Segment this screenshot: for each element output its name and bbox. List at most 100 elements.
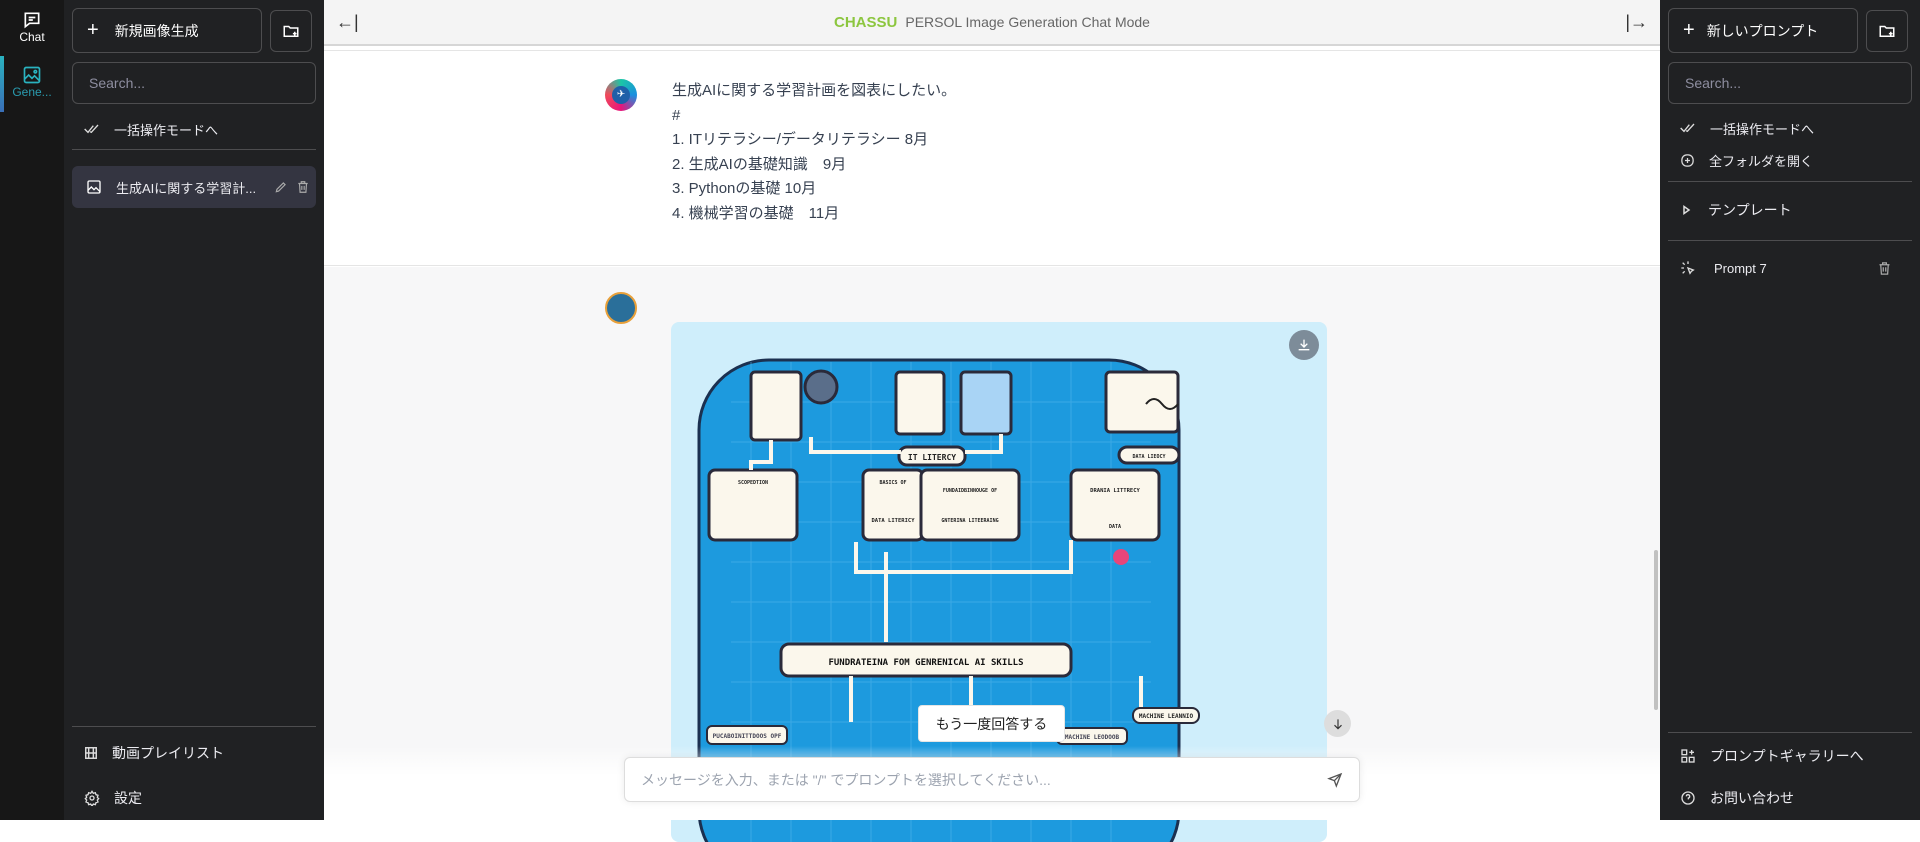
- image-label-bottom1: PUCABOINITTDOOS OPF: [713, 733, 782, 740]
- prompt-bulk-mode-button[interactable]: 一括操作モードへ: [1680, 119, 1814, 137]
- open-all-folders-button[interactable]: 全フォルダを開く: [1680, 151, 1813, 169]
- send-icon[interactable]: [1327, 772, 1343, 788]
- header-title: PERSOL Image Generation Chat Mode: [905, 14, 1150, 30]
- conversation-sidebar: + 新規画像生成 Search... 一括操作モードへ 生成AIに関する学習計.…: [64, 0, 324, 820]
- new-image-label: 新規画像生成: [114, 22, 199, 39]
- circle-plus-icon: [1681, 153, 1694, 167]
- settings-label: 設定: [114, 790, 142, 806]
- regenerate-button[interactable]: もう一度回答する: [918, 705, 1065, 742]
- message-input[interactable]: メッセージを入力、または "/" でプロンプトを選択してください...: [624, 757, 1360, 802]
- conversation-item[interactable]: 生成AIに関する学習計...: [72, 166, 316, 208]
- message-line: 2. 生成AIの基礎知識 9月: [672, 155, 847, 173]
- image-icon: [87, 180, 101, 194]
- new-prompt-button[interactable]: + 新しいプロンプト: [1668, 8, 1858, 53]
- rail-label-generate: Gene...: [12, 85, 52, 99]
- new-image-button[interactable]: + 新規画像生成: [72, 8, 262, 53]
- video-playlist-label: 動画プレイリスト: [112, 745, 224, 761]
- user-message: ✈ 生成AIに関する学習計画を図表にしたい。 # 1. ITリテラシー/データリ…: [324, 50, 1660, 266]
- image-label-box1: SCOPEDTION: [738, 480, 768, 486]
- trash-icon[interactable]: [296, 180, 310, 194]
- open-all-folders-label: 全フォルダを開く: [1709, 153, 1814, 169]
- new-folder-button[interactable]: [270, 10, 312, 52]
- folder-templates-label: テンプレート: [1708, 202, 1792, 218]
- active-indicator: [0, 56, 4, 112]
- prompt-gallery-label: プロンプトギャラリーへ: [1710, 748, 1864, 764]
- message-line: 3. Pythonの基礎 10月: [672, 180, 817, 197]
- collapse-left-icon[interactable]: ←|: [336, 11, 359, 32]
- prompt-bulk-mode-label: 一括操作モードへ: [1710, 121, 1815, 137]
- contact-label: お問い合わせ: [1710, 790, 1794, 806]
- image-label-it: IT LITERCY: [908, 453, 956, 462]
- bulk-mode-button[interactable]: 一括操作モードへ: [84, 120, 218, 138]
- image-label-bottom2: MACHINE LEODOOB: [1065, 734, 1120, 741]
- download-button[interactable]: [1289, 330, 1319, 360]
- prompt-item[interactable]: Prompt 7: [1680, 259, 1906, 277]
- divider: [72, 149, 316, 150]
- image-label-data: DATA LIEOCY: [1132, 454, 1165, 460]
- download-icon: [1298, 339, 1310, 351]
- double-check-icon: [1680, 123, 1695, 133]
- plus-icon: +: [1683, 19, 1695, 41]
- scrollbar[interactable]: [1654, 550, 1658, 710]
- film-icon: [85, 747, 97, 759]
- image-label-box3-bottom: GNTERINA LITEERAING: [941, 518, 998, 524]
- prompt-search-input[interactable]: Search...: [1668, 62, 1912, 104]
- message-line: 生成AIに関する学習計画を図表にしたい。: [672, 82, 957, 99]
- divider: [72, 726, 316, 727]
- image-label-box4-bottom: DATA: [1109, 524, 1121, 530]
- arrow-down-icon: [1333, 718, 1342, 729]
- image-label-box2-bottom: DATA LITERICY: [871, 518, 915, 524]
- prompt-name: Prompt 7: [1714, 260, 1767, 276]
- contact-link[interactable]: お問い合わせ: [1680, 788, 1794, 808]
- folder-templates[interactable]: テンプレート: [1680, 201, 1792, 219]
- message-input-placeholder: メッセージを入力、または "/" でプロンプトを選択してください...: [641, 771, 1051, 788]
- caret-right-icon: [1683, 205, 1691, 215]
- scroll-down-button[interactable]: [1324, 710, 1351, 737]
- folder-plus-icon: [1879, 25, 1895, 37]
- rail-label-chat: Chat: [19, 30, 45, 44]
- chat-icon: [24, 12, 40, 29]
- message-line: #: [672, 106, 681, 124]
- prompt-sidebar: + 新しいプロンプト Search... 一括操作モードへ 全フォルダを開く テ…: [1660, 0, 1920, 820]
- gear-icon: [84, 790, 100, 806]
- divider: [1668, 240, 1912, 241]
- image-label-box3-top: FUNDAIDBINNOUGE OF: [943, 488, 997, 494]
- bulk-mode-label: 一括操作モードへ: [114, 122, 219, 138]
- conversation-search-input[interactable]: Search...: [72, 62, 316, 104]
- search-placeholder: Search...: [89, 75, 146, 91]
- conversation-title: 生成AIに関する学習計...: [116, 180, 257, 196]
- image-icon: [23, 66, 41, 84]
- image-label-bottom3: MACHINE LEANNIO: [1139, 713, 1194, 720]
- folder-plus-icon: [283, 25, 299, 37]
- message-line: 4. 機械学習の基礎 11月: [672, 204, 840, 222]
- paper-plane-icon: ✈: [612, 86, 630, 104]
- user-avatar: ✈: [605, 79, 637, 111]
- collapse-right-icon[interactable]: |→: [1625, 11, 1648, 32]
- pencil-icon[interactable]: [274, 180, 288, 194]
- app-rail: Chat Gene...: [0, 0, 64, 820]
- new-prompt-folder-button[interactable]: [1866, 10, 1908, 52]
- image-label-box2-top: BASICS OF: [879, 480, 906, 486]
- search-placeholder: Search...: [1685, 75, 1742, 91]
- sparkle-cursor-icon: [1681, 261, 1695, 275]
- assistant-avatar: [605, 292, 637, 324]
- divider: [1668, 732, 1912, 733]
- video-playlist-link[interactable]: 動画プレイリスト: [84, 743, 224, 763]
- prompt-gallery-link[interactable]: プロンプトギャラリーへ: [1680, 746, 1864, 766]
- rail-item-chat[interactable]: Chat: [0, 10, 64, 44]
- settings-link[interactable]: 設定: [84, 788, 142, 808]
- chat-main: ←| CHASSU PERSOL Image Generation Chat M…: [324, 0, 1660, 842]
- plus-icon: +: [87, 19, 99, 41]
- message-line: 1. ITリテラシー/データリテラシー 8月: [672, 131, 929, 148]
- chat-header: ←| CHASSU PERSOL Image Generation Chat M…: [324, 0, 1660, 46]
- new-prompt-label: 新しいプロンプト: [1706, 22, 1819, 39]
- help-circle-icon: [1681, 791, 1695, 805]
- divider: [1668, 181, 1912, 182]
- grid-plus-icon: [1681, 749, 1695, 763]
- image-banner: FUNDRATEINA FOM GENRENICAL AI SKILLS: [828, 658, 1023, 668]
- brand-logo: CHASSU: [834, 13, 898, 31]
- double-check-icon: [84, 124, 99, 134]
- trash-icon[interactable]: [1877, 261, 1892, 276]
- rail-item-generate[interactable]: Gene...: [0, 65, 64, 99]
- user-message-text: 生成AIに関する学習計画を図表にしたい。 # 1. ITリテラシー/データリテラ…: [672, 79, 956, 226]
